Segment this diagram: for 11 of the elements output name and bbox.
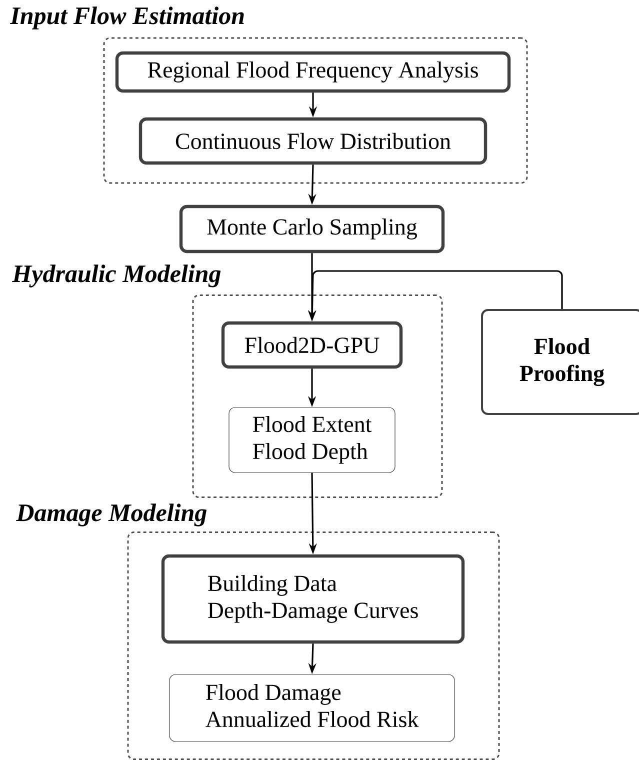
process-box: Continuous Flow Distribution <box>138 117 488 165</box>
process-box: Monte Carlo Sampling <box>179 204 445 254</box>
output-box: Flood Extent Flood Depth <box>228 407 396 473</box>
process-box: Flood2D-GPU <box>221 321 403 369</box>
process-box: Building Data Depth-Damage Curves <box>161 554 465 644</box>
section-heading: Hydraulic Modeling <box>12 264 221 288</box>
section-heading: Input Flow Estimation <box>10 6 244 30</box>
process-box: Regional Flood Frequency Analysis <box>115 51 511 93</box>
output-box: Flood Damage Annualized Flood Risk <box>169 674 455 742</box>
input-box: Flood Proofing <box>481 309 639 415</box>
section-heading: Damage Modeling <box>16 504 207 526</box>
